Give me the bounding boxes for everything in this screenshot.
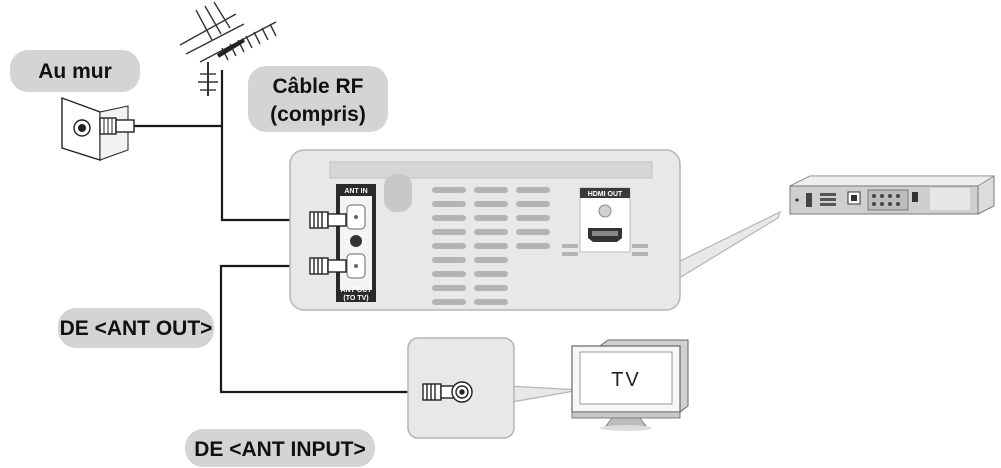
rf-cable-label-line2: (compris) (270, 103, 366, 126)
hdmi-screw-icon (598, 204, 612, 218)
panel-knob (384, 174, 412, 212)
antenna-terminal-block: ANT IN ANT OUT (TO TV) (336, 184, 376, 302)
wall-outlet-icon (61, 96, 135, 161)
cables (134, 70, 423, 394)
player-callout-wedge (664, 210, 782, 288)
ant-out-label: ANT OUT (340, 287, 372, 294)
rf-cable-label: Câble RF (compris) (248, 66, 388, 132)
rf-connector-icon (309, 211, 347, 275)
tv-rf-connector-icon (422, 381, 473, 403)
tv-connector-callout (407, 337, 581, 439)
wall-label: Au mur (10, 50, 140, 92)
rf-cable-label-line1: Câble RF (272, 75, 363, 98)
from-ant-input-label: DE <ANT INPUT> (185, 429, 375, 467)
from-ant-out-label: DE <ANT OUT> (58, 308, 214, 348)
ant-in-label: ANT IN (344, 188, 367, 195)
from-ant-input-label-text: DE <ANT INPUT> (194, 438, 366, 461)
ant-out-sub-label: (TO TV) (343, 295, 368, 302)
rear-panel: ANT IN ANT OUT (TO TV) (289, 149, 782, 311)
antenna-to-ant-in-cable (220, 70, 310, 222)
tv-icon: TV (571, 339, 689, 431)
blu-ray-player-icon (789, 175, 996, 215)
vent-slots (432, 187, 550, 305)
antenna-icon (179, 1, 277, 96)
panel-top-strip (329, 161, 653, 179)
ant-out-to-tv-cable (219, 264, 423, 394)
wall-label-text: Au mur (38, 60, 112, 83)
hdmi-out-label: HDMI OUT (588, 191, 623, 198)
ground-screw-icon (350, 235, 362, 247)
tv-label: TV (611, 369, 641, 391)
hdmi-out-block: HDMI OUT (562, 187, 648, 256)
from-ant-out-label-text: DE <ANT OUT> (60, 317, 213, 340)
